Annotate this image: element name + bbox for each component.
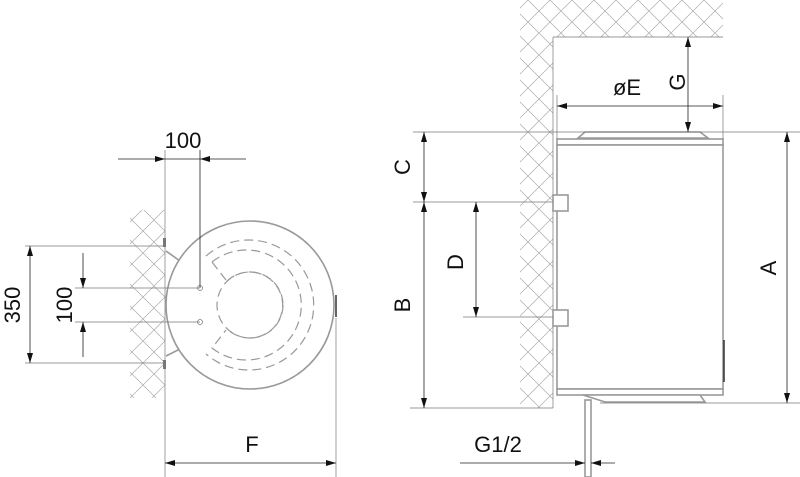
dim-label-diameter-E: øE <box>613 75 641 100</box>
bottom-rim <box>556 388 724 396</box>
dim-label-inner-100: 100 <box>52 287 77 324</box>
side-view: A C B D øE G G1/2 <box>390 0 800 477</box>
heating-element-outer-dashed <box>205 239 315 371</box>
element-inner-dashed <box>226 271 284 339</box>
tank-body <box>556 144 724 390</box>
dim-label-D: D <box>443 254 468 270</box>
dim-label-C: C <box>390 159 415 175</box>
bracket <box>165 348 181 357</box>
mount-plate <box>163 360 166 369</box>
dim-label-G: G <box>665 73 690 90</box>
dim-label-F: F <box>245 432 258 457</box>
top-rim <box>556 138 724 146</box>
dim-label-top-100: 100 <box>165 128 202 153</box>
connector-upper <box>552 194 569 212</box>
dim-label-A: A <box>756 260 781 275</box>
top-cap <box>575 131 711 139</box>
wall-hatch <box>520 0 553 408</box>
dim-label-B: B <box>390 298 415 313</box>
connector-lower <box>552 309 569 327</box>
bracket <box>165 250 181 262</box>
dim-label-pipe-thread: G1/2 <box>474 432 522 457</box>
drain-pipe <box>584 399 592 477</box>
ceiling-hatch <box>553 0 723 37</box>
top-view: 100 350 100 F <box>0 128 337 477</box>
dim-label-350: 350 <box>0 287 25 324</box>
tank-outline-top <box>165 220 335 390</box>
heating-element-dashed <box>211 249 302 361</box>
wall-hatch-left <box>130 210 165 398</box>
mount-plate <box>163 238 166 247</box>
bottom-cap <box>582 394 707 403</box>
